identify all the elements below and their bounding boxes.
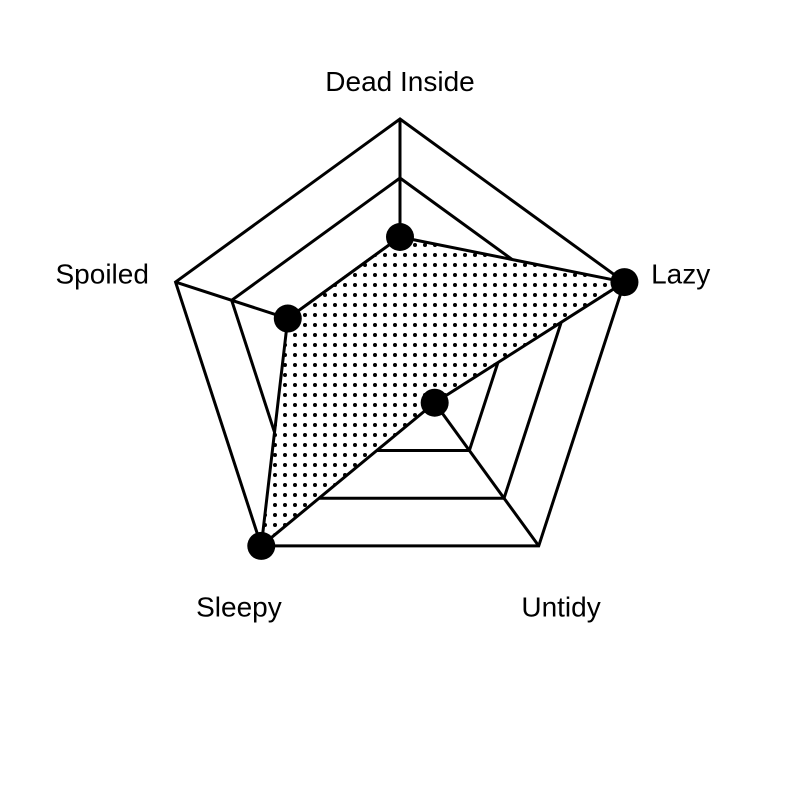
axis-label-dead-inside: Dead Inside [325,66,474,97]
axis-label-lazy: Lazy [651,258,710,289]
data-point-dead-inside [386,223,414,251]
data-point-lazy [610,268,639,297]
data-point-spoiled [273,304,302,333]
grid-ring-4 [173,117,627,548]
radar-series [247,223,639,560]
data-point-sleepy [247,531,276,560]
axis-label-spoiled: Spoiled [56,258,149,289]
data-point-untidy [420,388,449,417]
axis-label-sleepy: Sleepy [196,592,282,623]
axis-label-untidy: Untidy [521,592,600,623]
